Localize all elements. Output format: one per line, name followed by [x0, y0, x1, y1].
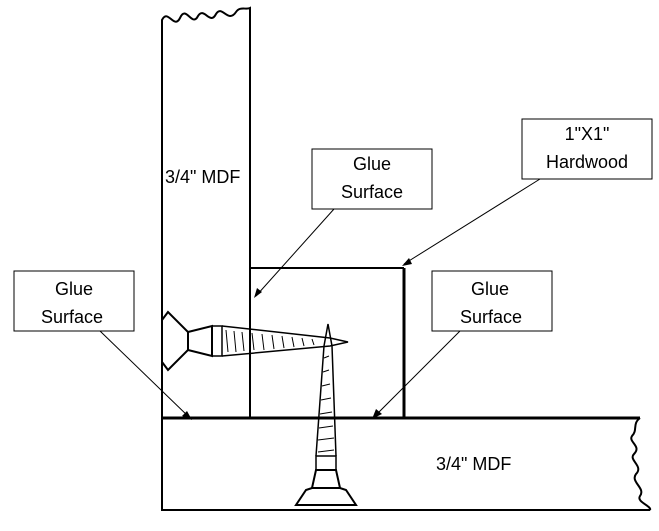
- hardwood-block: [250, 267, 406, 418]
- hardwood-label-line2: Hardwood: [546, 152, 628, 172]
- vertical-mdf-panel: [161, 6, 251, 418]
- glue-center-label-line1: Glue: [353, 154, 391, 174]
- leader-hardwood: [402, 178, 541, 266]
- horizontal-screw: [161, 310, 349, 372]
- glue-right-label-box: [431, 270, 553, 332]
- glue-center-label-line2: Surface: [341, 182, 403, 202]
- hardwood-label-line1: 1"X1": [565, 124, 610, 144]
- hardwood-label-box: [521, 118, 653, 180]
- glue-left-label-line2: Surface: [41, 307, 103, 327]
- glue-center-label-box: [311, 148, 433, 210]
- leader-glue-right: [372, 330, 461, 419]
- glue-right-label-line2: Surface: [460, 307, 522, 327]
- glue-right-label-line1: Glue: [471, 279, 509, 299]
- glue-left-label-line1: Glue: [55, 279, 93, 299]
- leader-glue-center: [254, 208, 335, 298]
- vertical-mdf-label: 3/4" MDF: [165, 167, 240, 187]
- horizontal-mdf-label: 3/4" MDF: [436, 454, 511, 474]
- leader-glue-left: [99, 330, 192, 420]
- vertical-screw: [294, 323, 358, 506]
- horizontal-mdf-panel: [161, 416, 652, 511]
- glue-left-label-box: [13, 270, 135, 332]
